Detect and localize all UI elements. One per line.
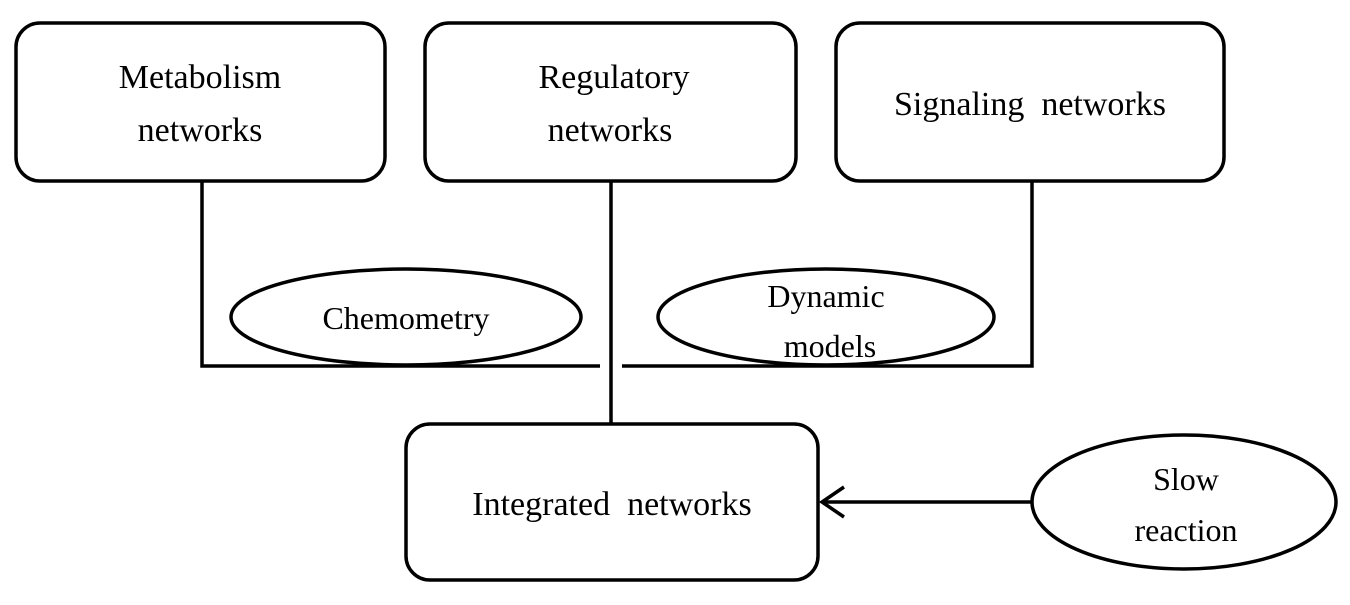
node-signaling-label: Signaling networks <box>894 86 1166 123</box>
arrowhead-icon <box>818 485 845 519</box>
ellipse-chemometry-label: Chemometry <box>322 300 489 336</box>
ellipse-chemometry: Chemometry <box>229 267 583 367</box>
node-regulatory-networks: Regulatory networks <box>423 21 798 183</box>
node-integrated-networks: Integrated networks <box>404 422 820 582</box>
ellipse-slow-label-line2: reaction <box>1134 512 1237 548</box>
connectors <box>200 182 1034 519</box>
node-integrated-label: Integrated networks <box>472 486 751 523</box>
node-regulatory-label-line1: Regulatory <box>538 59 689 96</box>
connector-metabolism <box>200 182 600 368</box>
connector-signaling <box>622 182 1034 368</box>
node-metabolism-label-line2: networks <box>138 112 263 149</box>
ellipse-dynamic-models: Dynamic models <box>656 267 996 367</box>
node-metabolism-networks: Metabolism networks <box>14 21 387 183</box>
ellipse-dynamic-label-line1: Dynamic <box>767 278 884 314</box>
ellipse-dynamic-label-line2: models <box>784 328 876 364</box>
node-signaling-networks: Signaling networks <box>834 21 1226 183</box>
node-metabolism-label-line1: Metabolism <box>119 59 281 96</box>
ellipse-slow-reaction: Slow reaction <box>1030 433 1338 571</box>
ellipse-slow-label-line1: Slow <box>1153 461 1219 497</box>
node-regulatory-label-line2: networks <box>548 112 673 149</box>
